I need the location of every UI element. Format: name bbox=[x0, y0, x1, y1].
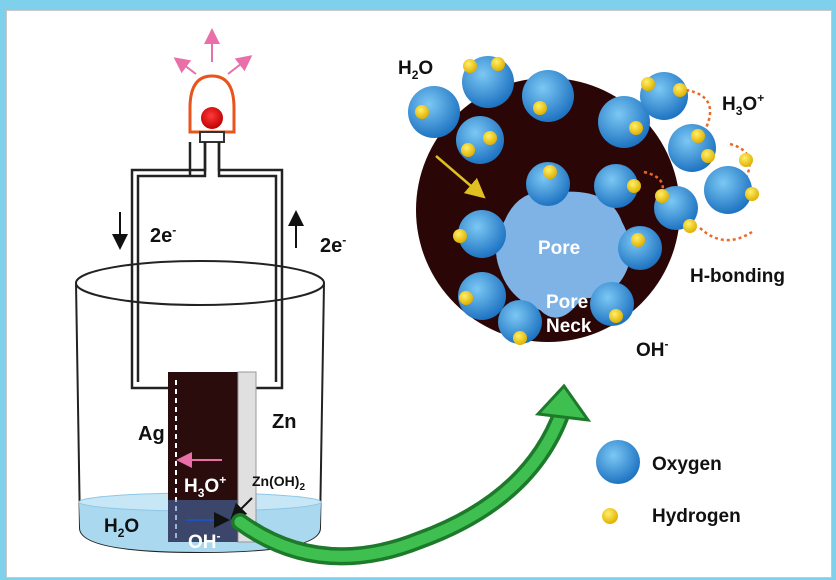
pore-neck-label-line1: Pore bbox=[546, 292, 588, 313]
pore-neck-label-line2: Neck bbox=[546, 316, 592, 337]
znoh-label: Zn(OH)2 bbox=[252, 473, 305, 493]
wire-gap bbox=[138, 176, 276, 382]
zn-label: Zn bbox=[272, 411, 296, 433]
oh-label-pore: OH- bbox=[636, 337, 669, 361]
h2o-label-pore: H2O bbox=[398, 58, 433, 82]
electron-label-right: 2e- bbox=[320, 233, 346, 257]
green-curved-arrow-icon bbox=[231, 383, 592, 566]
h3o-label-pore: H3O+ bbox=[722, 91, 764, 118]
h2o-label-cell: H2O bbox=[104, 516, 139, 540]
pore-label: Pore bbox=[538, 238, 580, 259]
pore-cavity bbox=[496, 190, 631, 318]
legend: Oxygen Hydrogen bbox=[596, 440, 741, 527]
water-molecules bbox=[408, 56, 759, 345]
legend-oxygen-label: Oxygen bbox=[652, 454, 722, 475]
oxygen-legend-icon bbox=[596, 440, 640, 484]
oh-label-cell: OH- bbox=[188, 529, 221, 553]
emission-arrow-icon bbox=[173, 28, 253, 75]
h-bonding-label: H-bonding bbox=[690, 266, 785, 287]
diffusion-arrow bbox=[435, 155, 486, 199]
legend-hydrogen-label: Hydrogen bbox=[652, 506, 741, 527]
led-bulb-icon bbox=[188, 74, 236, 143]
ag-label: Ag bbox=[138, 423, 165, 445]
hydrogen-legend-icon bbox=[602, 508, 618, 524]
electron-label-left: 2e- bbox=[150, 223, 176, 247]
h3o-label-cell: H3O+ bbox=[184, 473, 226, 500]
znoh-pointer bbox=[230, 497, 253, 520]
